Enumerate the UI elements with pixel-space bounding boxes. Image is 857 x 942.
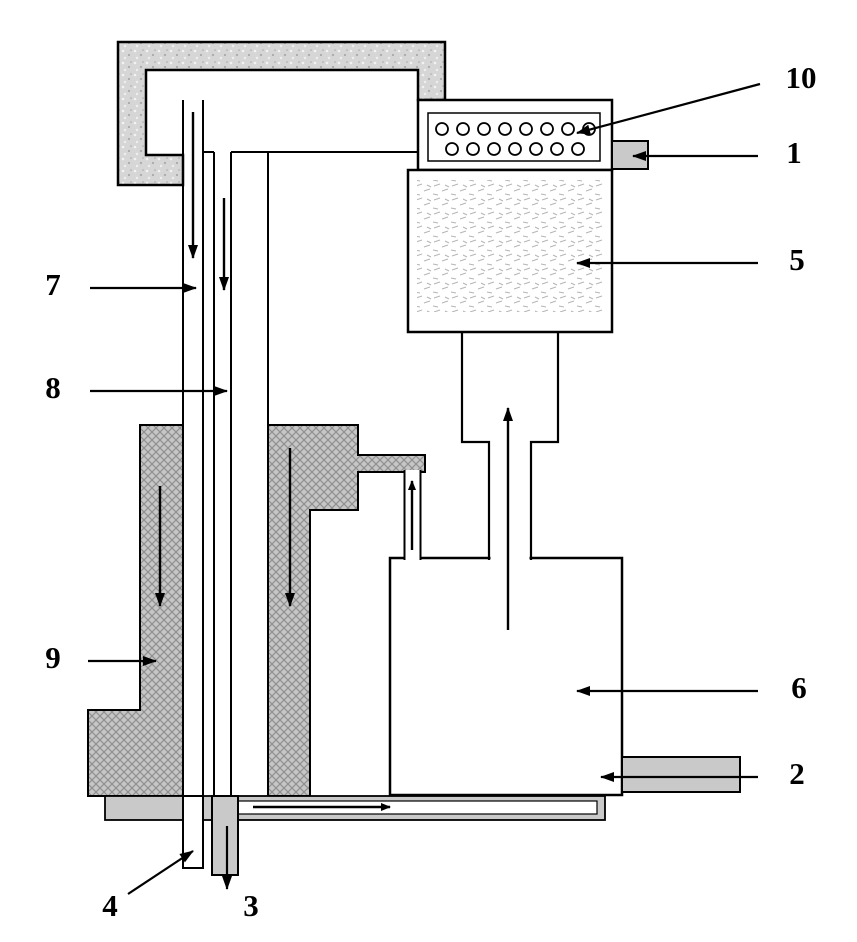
leader-arrows: [88, 82, 761, 895]
packing-media: [417, 180, 603, 312]
leader-arrow-4: [127, 850, 194, 895]
flow-arrows: [155, 112, 513, 811]
label-1: 1: [786, 135, 802, 170]
label-5: 5: [789, 242, 805, 277]
label-4: 4: [102, 888, 118, 923]
left-hatched-column: [87, 424, 184, 797]
funnel-neck: [460, 332, 560, 561]
outlet-stub-4: [182, 795, 204, 869]
label-3: 3: [243, 888, 259, 923]
reference-labels: 10 1 5 6 2 7 8 9 4 3: [45, 60, 816, 923]
label-10: 10: [786, 60, 817, 95]
label-7: 7: [45, 267, 61, 302]
label-6: 6: [791, 670, 807, 705]
label-9: 9: [45, 640, 61, 675]
perforated-distributor: [416, 98, 614, 172]
label-2: 2: [789, 756, 805, 791]
leader-arrow-10: [576, 82, 761, 135]
packing-box-5: [406, 168, 614, 334]
chamber-box: [388, 556, 624, 797]
outlet-stub-3: [211, 795, 239, 876]
label-8: 8: [45, 370, 61, 405]
top-duct: [116, 40, 447, 187]
outlet-pipe-2: [621, 756, 741, 793]
